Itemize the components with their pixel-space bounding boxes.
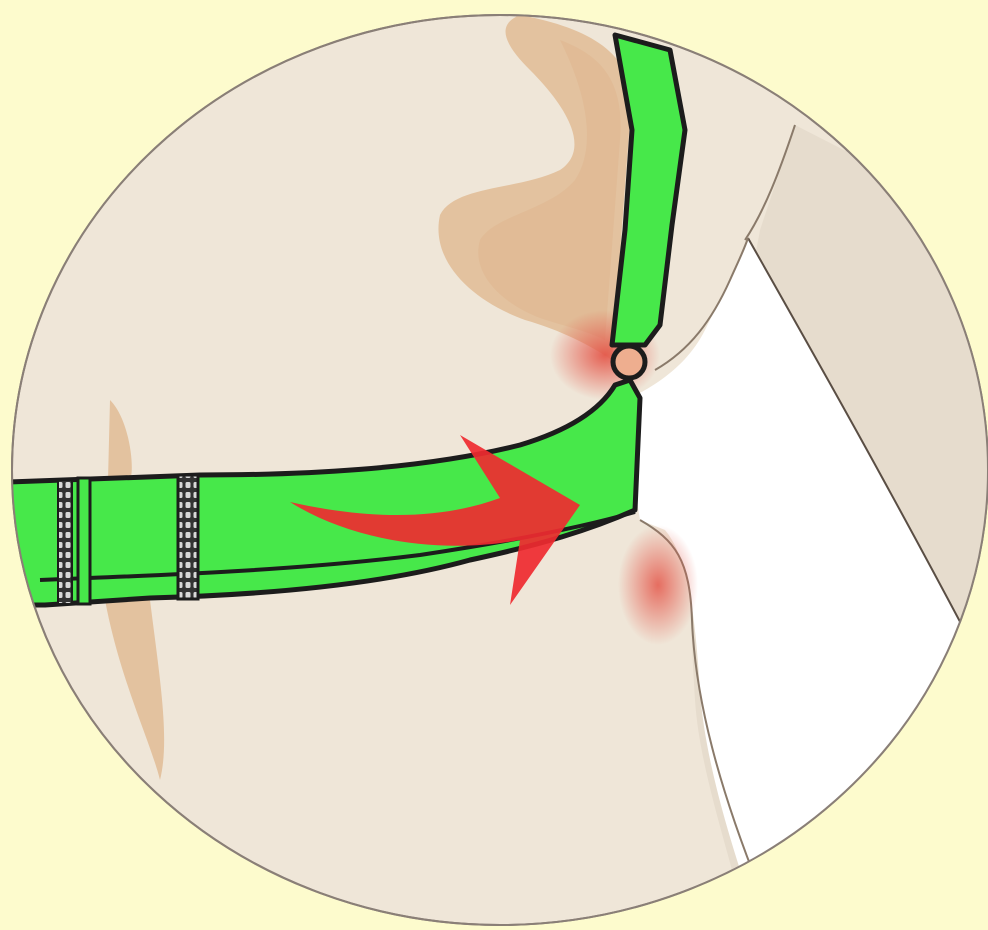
lower-pressure-glow bbox=[618, 525, 698, 645]
strap-ring-icon bbox=[613, 346, 645, 378]
